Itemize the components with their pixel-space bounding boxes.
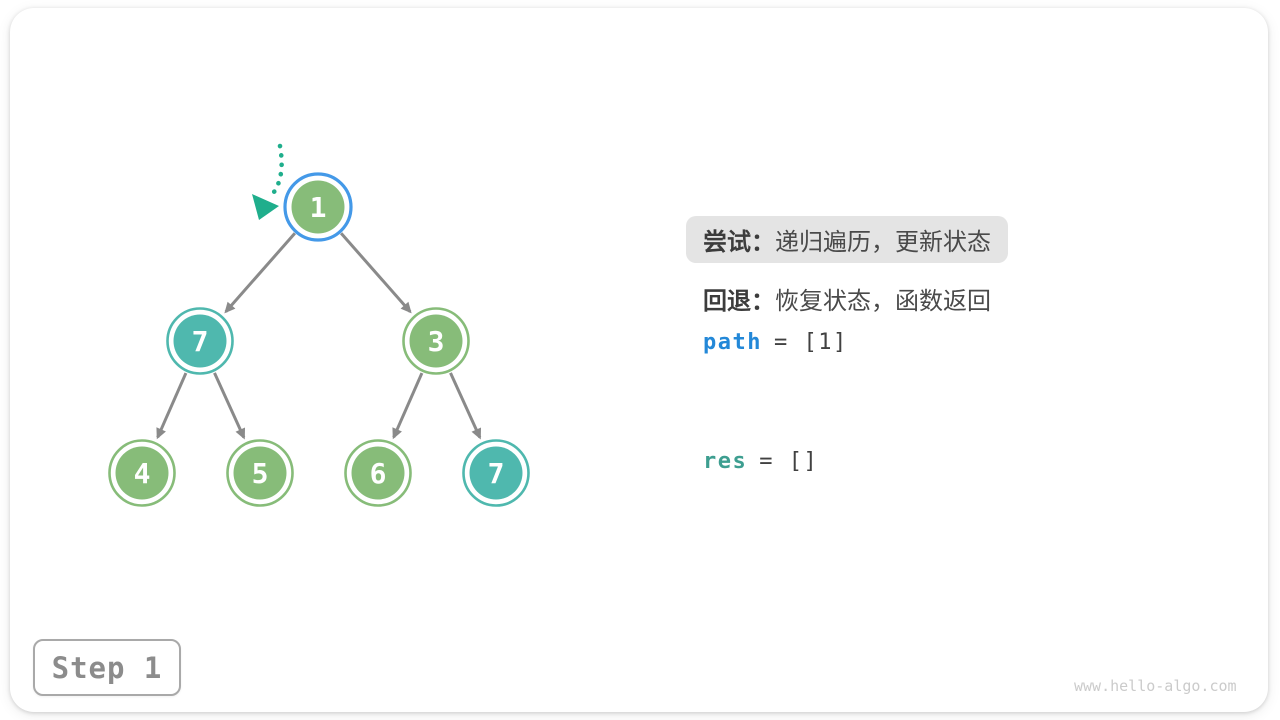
tree-node-7: 7 xyxy=(166,307,234,375)
tree-edge xyxy=(340,232,412,314)
pointer-arrowhead-icon xyxy=(252,194,279,220)
backtrack-label: 回退： xyxy=(703,288,775,315)
tree-edge xyxy=(392,372,424,440)
pointer-dotted-line xyxy=(267,143,284,200)
node-fill xyxy=(233,446,287,500)
tree-node-5: 5 xyxy=(226,439,294,507)
try-label: 尝试： xyxy=(703,229,775,256)
try-annotation: 尝试：递归遍历，更新状态 xyxy=(686,216,1008,263)
res-keyword: res xyxy=(703,449,748,474)
tree-node-3: 3 xyxy=(402,307,470,375)
node-value: 7 xyxy=(488,457,505,490)
step-badge-label: Step 1 xyxy=(51,650,163,685)
node-value: 6 xyxy=(370,457,387,490)
path-keyword: path xyxy=(703,330,762,355)
node-fill xyxy=(115,446,169,500)
tree-edge xyxy=(156,372,188,440)
tree-node-1: 1 xyxy=(283,172,353,242)
res-variable-line: res = [] xyxy=(703,449,818,474)
path-variable-line: path = [1] xyxy=(703,330,848,355)
node-fill xyxy=(291,180,345,234)
tree-node-6: 6 xyxy=(344,439,412,507)
tree-edge xyxy=(213,372,246,440)
node-fill xyxy=(173,314,227,368)
node-value: 3 xyxy=(428,325,445,358)
node-fill xyxy=(409,314,463,368)
backtrack-annotation: 回退：恢复状态，函数返回 xyxy=(703,281,991,316)
node-value: 5 xyxy=(252,457,269,490)
node-value: 4 xyxy=(134,457,151,490)
node-value: 7 xyxy=(192,325,209,358)
current-pointer-arrow xyxy=(252,143,284,220)
tree-edge xyxy=(224,232,296,314)
backtrack-text: 恢复状态，函数返回 xyxy=(775,288,991,315)
try-text: 递归遍历，更新状态 xyxy=(775,229,991,256)
tree-node-4: 4 xyxy=(108,439,176,507)
res-value: = [] xyxy=(759,449,819,474)
node-fill xyxy=(351,446,405,500)
tree-node-7: 7 xyxy=(462,439,530,507)
node-fill xyxy=(469,446,523,500)
path-value: = [1] xyxy=(773,330,848,355)
step-badge: Step 1 xyxy=(33,639,181,696)
watermark: www.hello-algo.com xyxy=(1074,677,1237,695)
node-value: 1 xyxy=(310,191,327,224)
tree-edge xyxy=(449,372,482,440)
